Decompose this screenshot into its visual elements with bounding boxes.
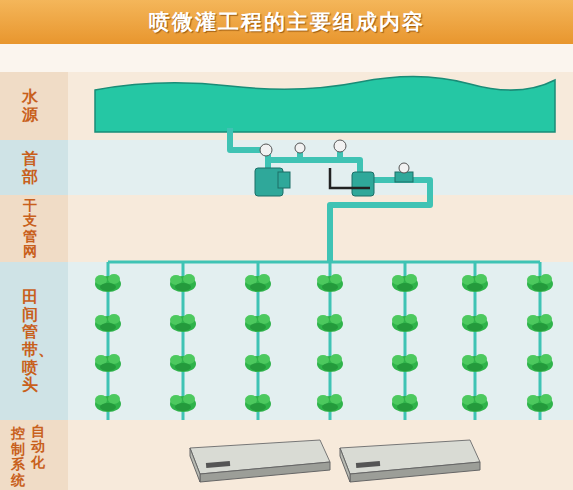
band-label-cell: 田间管带、喷头: [0, 262, 68, 420]
plant: [95, 314, 121, 332]
plant: [170, 314, 196, 332]
plant: [462, 274, 488, 292]
plant: [170, 354, 196, 372]
band-label-cell: 首部: [0, 140, 68, 195]
plant: [392, 274, 418, 292]
plants: [95, 274, 553, 412]
plant: [170, 394, 196, 412]
plant: [317, 314, 343, 332]
plant: [527, 394, 553, 412]
band-label: 控制系统: [11, 426, 25, 488]
water-reservoir: [95, 76, 555, 132]
band-label: 干支管网: [23, 198, 37, 260]
plant: [317, 274, 343, 292]
field-pipes: [108, 262, 540, 420]
head-pipes: [230, 128, 430, 262]
title: 喷微灌工程的主要组成内容: [149, 8, 425, 36]
controller: [340, 440, 480, 482]
plant: [317, 394, 343, 412]
plant: [95, 394, 121, 412]
plant: [317, 354, 343, 372]
background: [0, 44, 573, 72]
title-bar: 喷微灌工程的主要组成内容: [0, 0, 573, 44]
plant: [245, 314, 271, 332]
plant: [392, 354, 418, 372]
band: [0, 262, 573, 420]
band: [0, 195, 573, 262]
plant: [392, 394, 418, 412]
plant: [245, 394, 271, 412]
band: [0, 420, 573, 490]
band-label: 水源: [22, 88, 38, 123]
band: [0, 72, 573, 140]
band-label-cell: 水源: [0, 72, 68, 140]
band-label-cell: 干支管网: [0, 195, 68, 262]
plant: [462, 314, 488, 332]
controller: [190, 440, 330, 482]
plant: [462, 354, 488, 372]
head-equipment: [255, 140, 413, 196]
band-label: 首部: [22, 150, 38, 185]
band-label: 田间管带、喷头: [22, 288, 38, 394]
plant: [95, 354, 121, 372]
plant: [527, 354, 553, 372]
plant: [527, 274, 553, 292]
plant: [245, 274, 271, 292]
band-label-cell: 自动化控制系统: [0, 420, 68, 490]
band: [0, 140, 573, 195]
plant: [392, 314, 418, 332]
plant: [462, 394, 488, 412]
plant: [527, 314, 553, 332]
band-label: 自动化: [31, 424, 45, 470]
plant: [245, 354, 271, 372]
plant: [170, 274, 196, 292]
plant: [95, 274, 121, 292]
